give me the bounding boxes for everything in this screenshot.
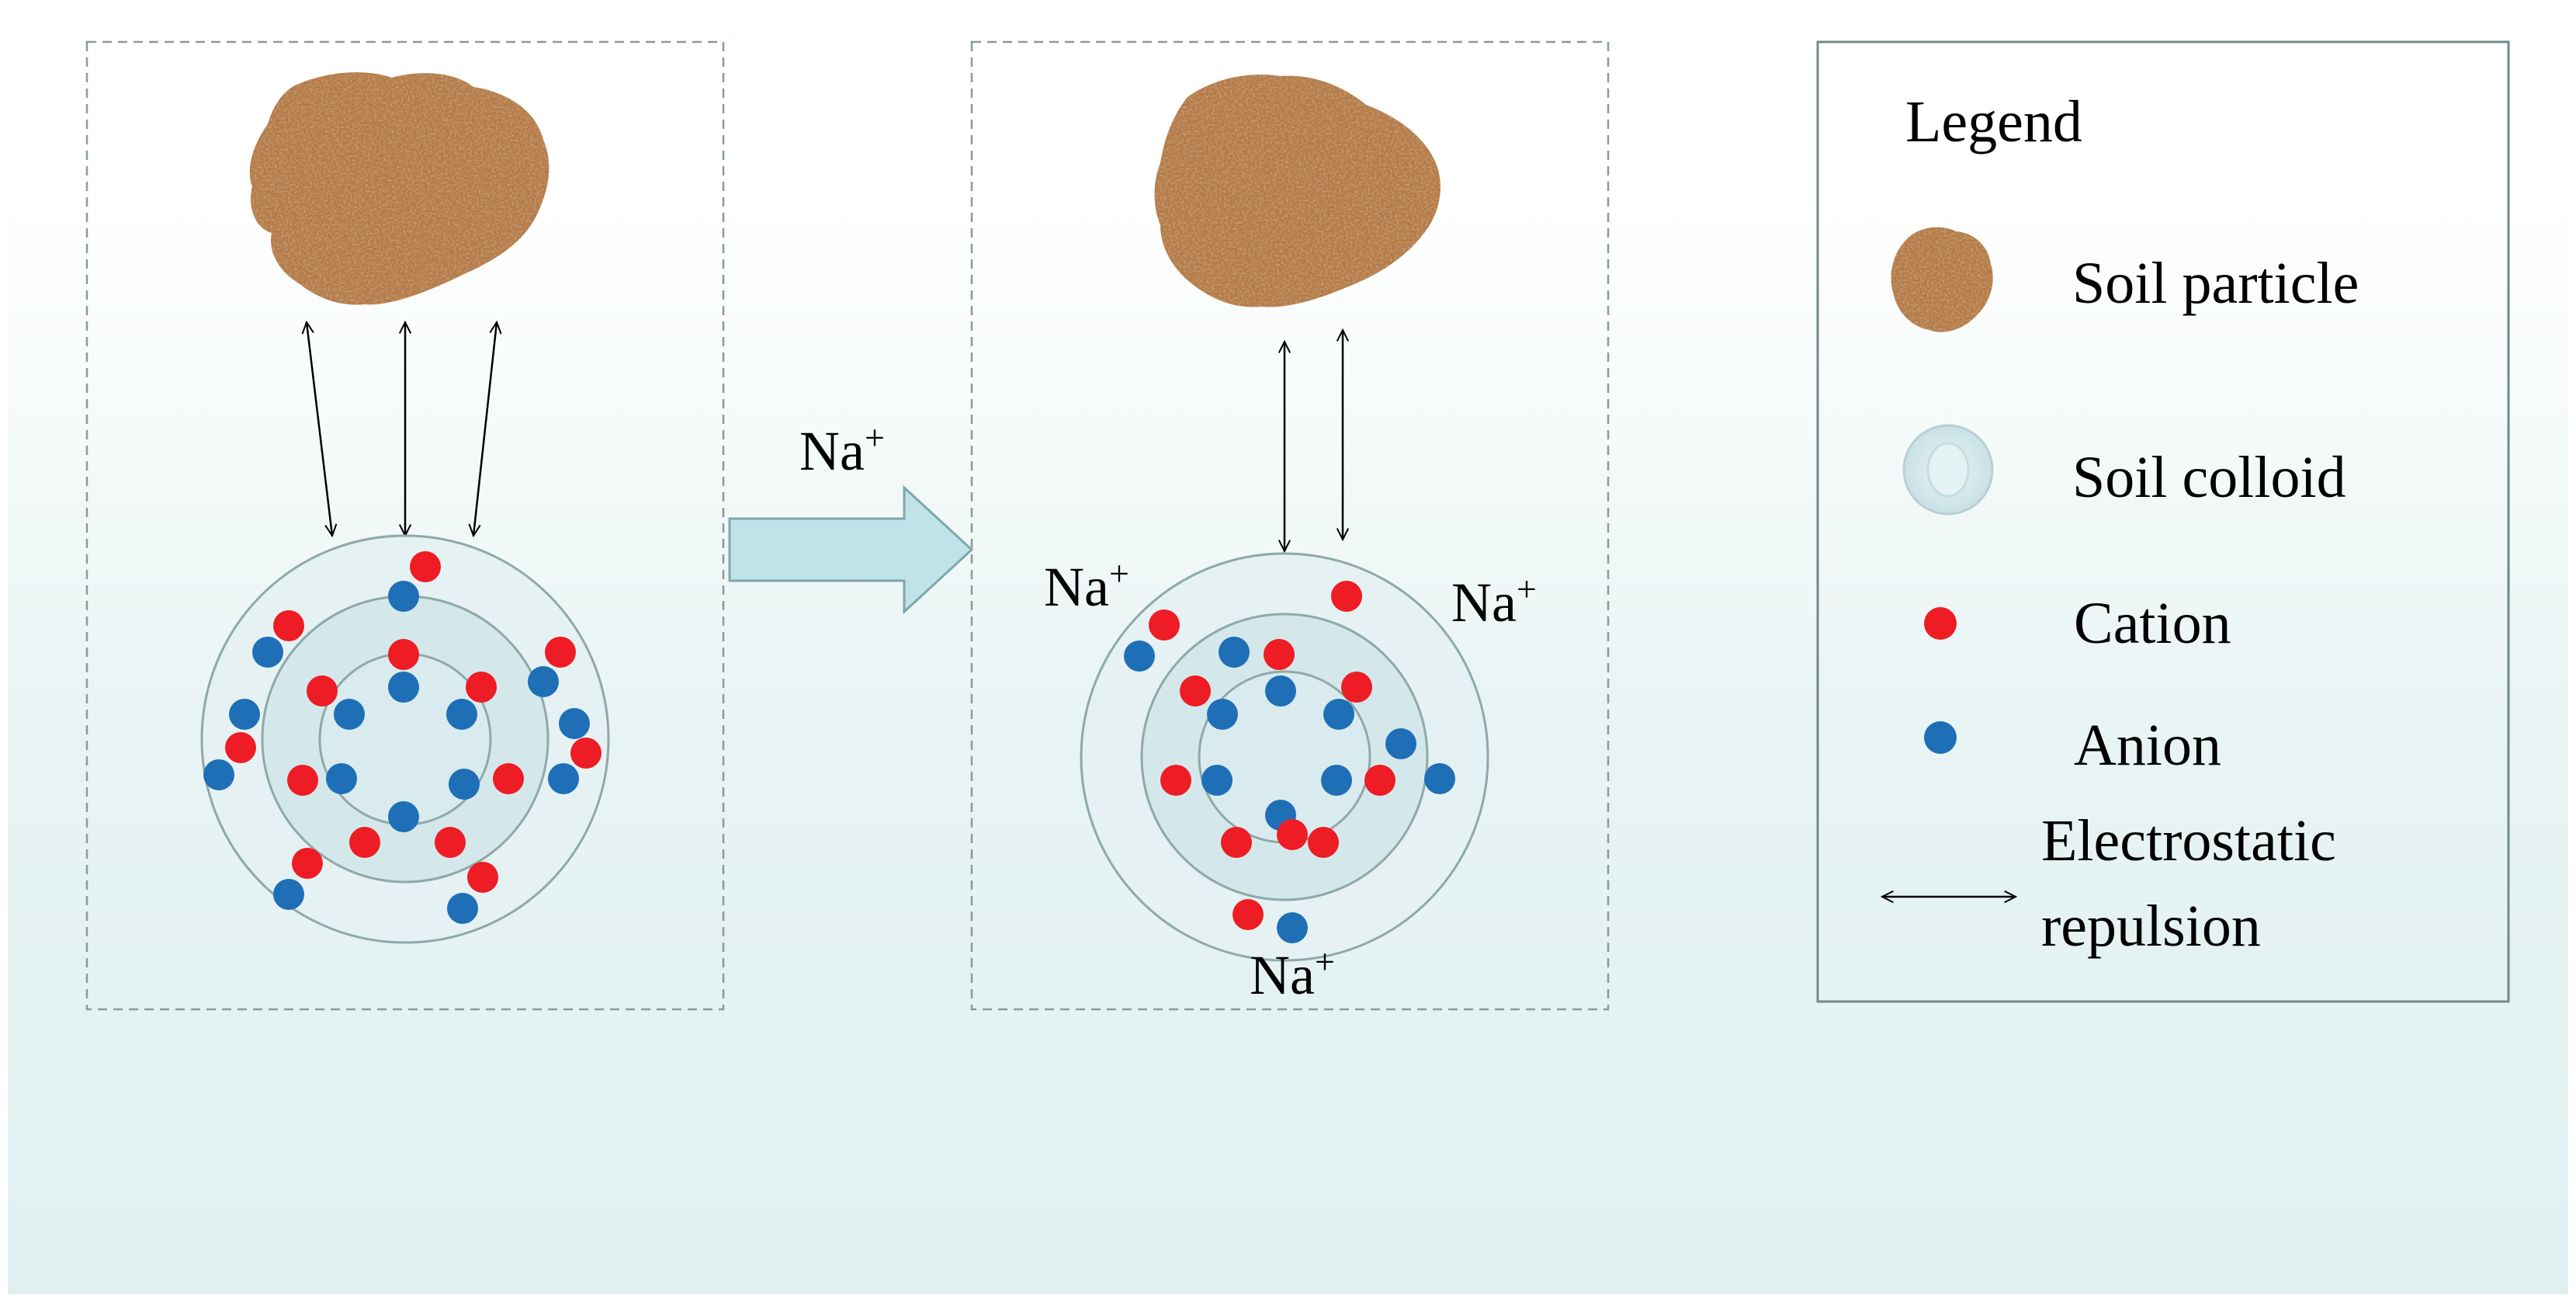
anion-dot [528,666,559,697]
repulsion-arrow [473,322,497,536]
legend-label-soil-particle: Soil particle [2072,251,2359,316]
cation-dot [1364,765,1395,796]
na-label: Na+ [1044,554,1129,618]
na-label: Na+ [1451,569,1537,634]
anion-dot [449,769,480,800]
cation-dot [570,738,602,769]
cation-dot [1331,581,1362,612]
anion-dot [447,893,478,924]
anion-dot [388,801,419,832]
cation-dot [435,827,466,858]
cation-dot [307,675,338,707]
cation-dot [292,848,323,879]
cation-dot [493,763,524,794]
soil-colloid-left [200,534,610,944]
cation-dot [1264,639,1295,670]
anion-dot [1424,763,1455,794]
repulsion-arrows-right [1285,330,1343,551]
ions-right [1124,581,1455,943]
legend-label-electrostatic: Electrostatic [2041,808,2336,873]
legend-label-soil-colloid: Soil colloid [2072,445,2346,510]
anion-dot [388,672,419,703]
anion-icon [1924,721,1957,754]
arrow-label: Na+ [799,418,885,482]
repulsion-arrow [307,322,332,536]
anion-dot [1321,765,1352,796]
left-panel [85,40,725,1011]
soil-particle-left [249,72,550,305]
cation-dot [225,732,256,763]
right-panel [970,40,1610,1011]
cation-dot [1149,609,1180,641]
anion-dot [1207,699,1238,730]
anion-dot [1385,728,1416,759]
cation-dot [410,551,441,582]
cation-dot [1308,827,1339,858]
cation-dot [545,637,576,668]
cation-dot [388,639,419,670]
anion-dot [203,759,234,790]
cation-dot [1277,819,1308,850]
anion-dot [1219,637,1250,668]
legend-label-cation: Cation [2074,591,2231,656]
anion-dot [1124,641,1155,672]
soil-particle-icon [1891,227,1993,332]
cation-dot [1233,899,1264,930]
repulsion-arrows-left [307,322,497,536]
anion-dot [273,879,304,910]
anion-dot [229,699,260,730]
cation-dot [273,610,304,641]
anion-dot [388,581,419,612]
anion-dot [1265,675,1296,707]
cation-dot [466,672,497,703]
cation-dot [467,862,498,893]
legend-box [1816,40,2510,1003]
cation-dot [287,765,318,796]
cation-dot [1341,672,1372,703]
soil-colloid-icon [1902,424,1994,516]
legend-label-repulsion: repulsion [2041,894,2261,959]
cation-dot [1221,827,1252,858]
anion-dot [326,763,357,794]
cation-dot [349,827,380,858]
anion-dot [446,699,477,730]
cation-dot [1160,765,1191,796]
anion-dot [1201,765,1233,796]
anion-dot [334,699,365,730]
sodium-flow-arrow [728,484,974,615]
anion-dot [548,763,579,794]
anion-dot [559,708,590,739]
cation-icon [1924,607,1957,640]
legend-title: Legend [1905,89,2082,155]
soil-colloid-right [1080,552,1489,962]
soil-particle-right [1154,75,1441,307]
na-label: Na+ [1250,942,1335,1006]
anion-dot [1323,699,1354,730]
ions-left [203,551,602,924]
cation-dot [1180,675,1211,707]
anion-dot [252,637,283,668]
anion-dot [1277,912,1308,943]
legend-label-anion: Anion [2074,713,2221,778]
